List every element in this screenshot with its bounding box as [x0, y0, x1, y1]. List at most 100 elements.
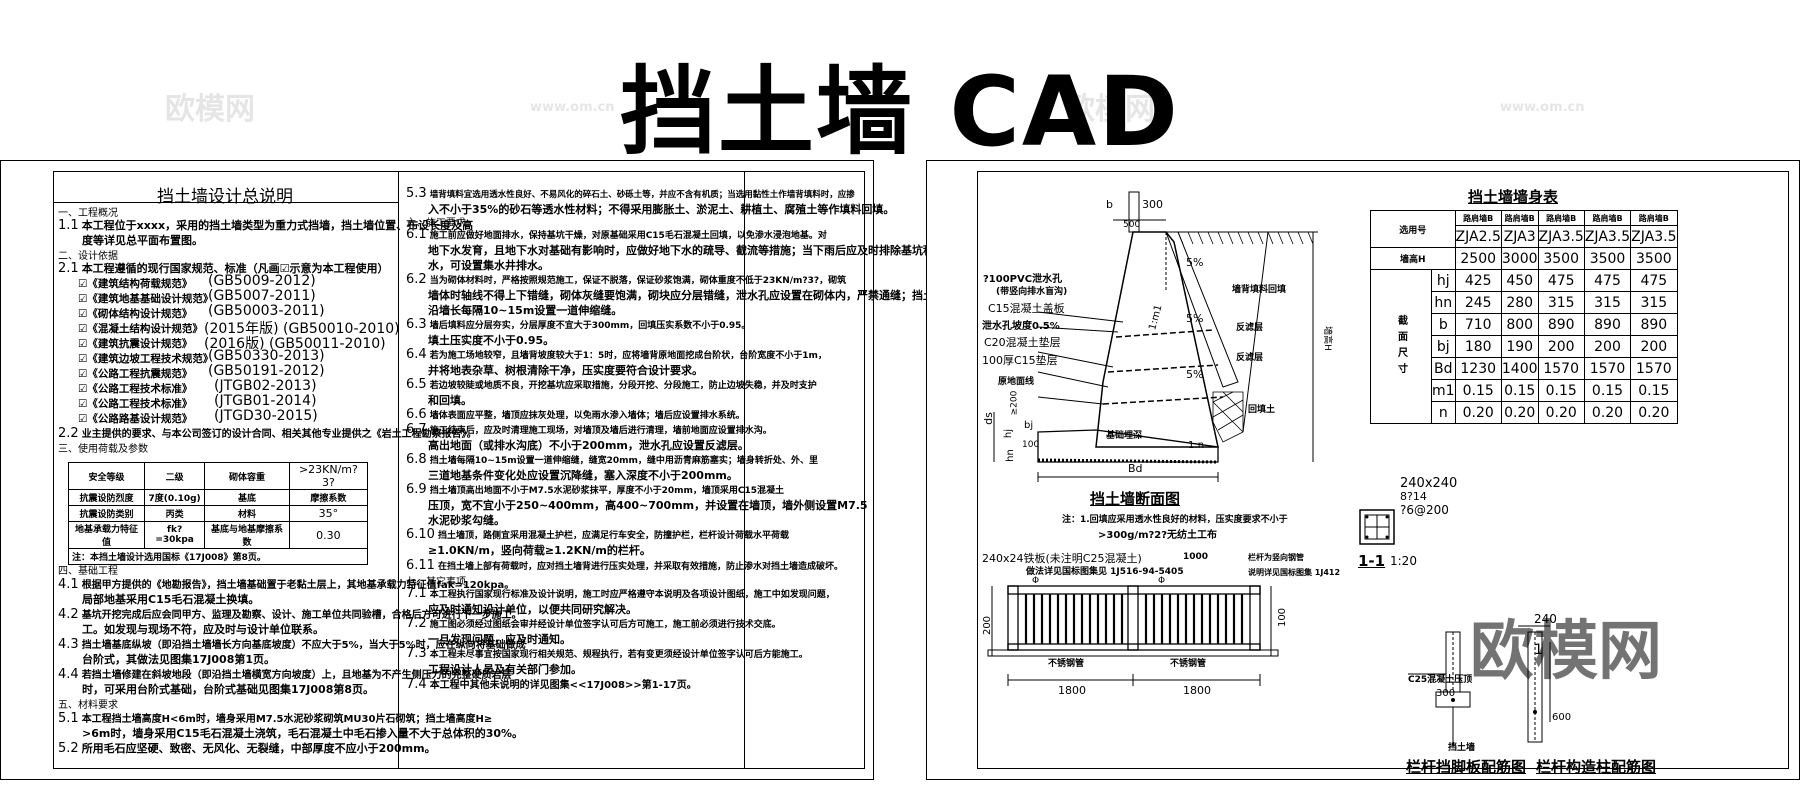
note-line: 工。如发现与现场不符，应及时与设计单位联系。 [82, 623, 324, 636]
note-number: 5.3 [406, 186, 427, 201]
table-cell: 315 [1537, 291, 1585, 314]
note-number: 5.2 [58, 741, 79, 756]
note-line: 本工程未尽事宜按国家现行相关规范、规程执行，若有变更须经设计单位签字认可后方能施… [429, 650, 808, 660]
table-cell: 890 [1583, 313, 1632, 336]
rail-label: 240x24铁板(未注明C25混凝土) [982, 552, 1142, 565]
table-cell: 315 [1630, 291, 1678, 314]
retaining-wall-section [993, 191, 1318, 482]
table-cell: 450 [1500, 269, 1539, 292]
note-line: 根据甲方提供的《地勘报告》，挡土墙基础置于老黏土层上，其地基承载力特征值fak=… [81, 580, 515, 591]
table-cell: fk?=30kpa [144, 521, 206, 549]
standard-name: ☑《建筑结构荷载规范》 [78, 278, 193, 290]
dim-label: ≥200 [1009, 390, 1020, 416]
drain-label: 泄水孔坡度0.5% [982, 321, 1060, 332]
note-line: 本工程位于xxxx，采用的挡土墙类型为重力式挡墙，挡土墙位置、布设长度及高 [81, 219, 474, 232]
note-line: 挡土墙每隔10~15m设置一道伸缩缝，缝宽20mm，缝中用沥青麻筋塞实；墙身转折… [429, 456, 818, 466]
standard-code: (GB50330-2013) [208, 348, 325, 364]
railing-post [1007, 585, 1019, 651]
standard-name: ☑《混凝土结构设计规范》 [78, 323, 203, 335]
note-number: 6.5 [406, 377, 427, 392]
note-line: 挡土墙顶，路侧宜采用混凝土护栏，应满足行车安全，防撞护栏，栏杆设计荷载水平荷载 [437, 531, 789, 541]
table-cell: 475 [1630, 269, 1678, 292]
section-heading: 四、基础工程 [58, 566, 118, 577]
table-cell: 280 [1500, 291, 1539, 314]
section-heading: 五、材料要求 [58, 700, 118, 711]
note-number: 6.9 [406, 482, 427, 497]
excavation-line [1242, 231, 1269, 433]
column-scale: 1:20 [1390, 554, 1417, 568]
note-line: ≥1.0KN/m，竖向荷载≥1.2KN/m的栏杆。 [428, 544, 651, 557]
table-cell: ZJA3.5 [1630, 225, 1678, 248]
note-number: 6.6 [406, 407, 427, 422]
note-line: 本工程挡土墙高度H<6m时，墙身采用M7.5水泥砂浆砌筑MU30片石砌筑；挡土墙… [81, 714, 493, 725]
table-cell: ZJA3.5 [1537, 225, 1585, 248]
table-cell: 0.20 [1537, 401, 1585, 424]
backfill-label: 墙背填料回填 [1232, 285, 1287, 295]
dim-label: b [1106, 198, 1113, 211]
note-line: 基坑开挖完成后应会同甲方、监理及勘察、设计、施工单位共同验槽，合格后方可进行下一… [81, 610, 522, 621]
note-line: 时，可采用台阶式基础，台阶式基础见图集17J008第8页。 [82, 683, 375, 696]
backfill-hatch [1177, 231, 1314, 245]
note-line: 业主提供的要求、与本公司签订的设计合同、相关其他专业提供之《岩土工程勘察报告》。 [81, 429, 477, 440]
ratio-label: 1:n [1188, 440, 1205, 451]
note-number: 7.2 [406, 616, 427, 631]
note-number: 5.1 [58, 711, 79, 726]
note-line: 所用毛石应坚硬、致密、无风化、无裂缝，中部厚度不应小于200mm。 [81, 742, 436, 755]
railing-detail [1408, 625, 1551, 747]
note-line: 三道地基条件变化处应设置沉降缝，塞入深度不小于200mm。 [428, 469, 738, 482]
table-cell: 200 [1583, 335, 1632, 358]
table-row: 注：本挡土墙设计选用国标《17J008》第8页。 [68, 548, 368, 565]
table-cell: 0.20 [1500, 401, 1539, 424]
dim-label: 240 [1534, 612, 1557, 626]
dim-label: 300 [1436, 688, 1456, 699]
table-cell: 35° [288, 505, 369, 522]
dim-label: hn [1004, 449, 1016, 462]
note-line: 本工程中其他未说明的详见图集<<17J008>>第1-17页。 [429, 680, 697, 691]
note-number: 6.1 [406, 227, 427, 242]
note-number: 2.2 [58, 426, 79, 441]
note-line: 一旦发现问题，应及时通知。 [428, 633, 571, 646]
note-line: 局部地基采用C15毛石混凝土换填。 [82, 593, 260, 606]
table-cell: 0.15 [1583, 379, 1632, 402]
table-cell: 摩擦系数 [288, 489, 369, 506]
note-number: 7.4 [406, 677, 427, 692]
table-cell: 1400 [1500, 357, 1539, 380]
table-cell: 180 [1454, 335, 1502, 358]
rail-note-2: 说明详见国标图集 1J412 [1248, 568, 1341, 577]
table-cell: 425 [1454, 269, 1502, 292]
table-cell: 基底 [204, 489, 290, 506]
table-row: n 0.20 0.20 0.20 0.20 0.20 [1371, 401, 1678, 424]
table-cell: 基底与地基摩擦系数 [204, 521, 290, 549]
note-line: 在挡土墙上部有荷载时，应对挡土墙背进行压实处理，并采取有效措施，防止渗水对挡土墙… [437, 562, 843, 572]
leader-line [1037, 351, 1114, 368]
note-number: 6.11 [406, 558, 435, 573]
drain-pipe-3 [1102, 396, 1224, 405]
table-cell: 475 [1583, 269, 1632, 292]
table-row-label: bj [1431, 335, 1456, 358]
gravel-label: 100厚C15垫层 [982, 354, 1058, 367]
table-cell: 1570 [1630, 357, 1678, 380]
standard-code: (GB50191-2012) [208, 363, 325, 379]
standard-code: (GB50003-2011) [208, 303, 325, 319]
table-row: ZJA2.5 ZJA3 ZJA3.5 ZJA3.5 ZJA3.5 [1371, 225, 1678, 248]
dim-label: ds [981, 412, 995, 425]
table-row-label: Bd [1431, 357, 1456, 380]
note-line: 若挡土墙修建在斜坡地段（即沿挡土墙横宽方向坡度）上，且地基为不产生侧压力的完整硬… [81, 670, 512, 681]
slope-label: 5% [1186, 368, 1204, 381]
rail-label: Φ [1032, 576, 1040, 586]
table-cell: 890 [1630, 313, 1678, 336]
column-size: 240x240 [1400, 476, 1458, 491]
note-number: 6.8 [406, 452, 427, 467]
table-cell: 190 [1500, 335, 1539, 358]
note-line: 应及时通知设计单位，以便共同研究解决。 [428, 603, 637, 616]
table-cell: 地基承载力特征值 [67, 521, 146, 549]
table-subheader: 路肩墙B [1583, 210, 1632, 226]
standard-name: ☑《建筑边坡工程技术规范》 [78, 353, 214, 365]
standard-name: ☑《公路工程技术标准》 [78, 398, 193, 410]
pipe-label-2: (带竖向排水盲沟) [996, 287, 1068, 297]
post-label: 挡土墙 [1448, 743, 1476, 753]
column-section [1359, 509, 1395, 545]
